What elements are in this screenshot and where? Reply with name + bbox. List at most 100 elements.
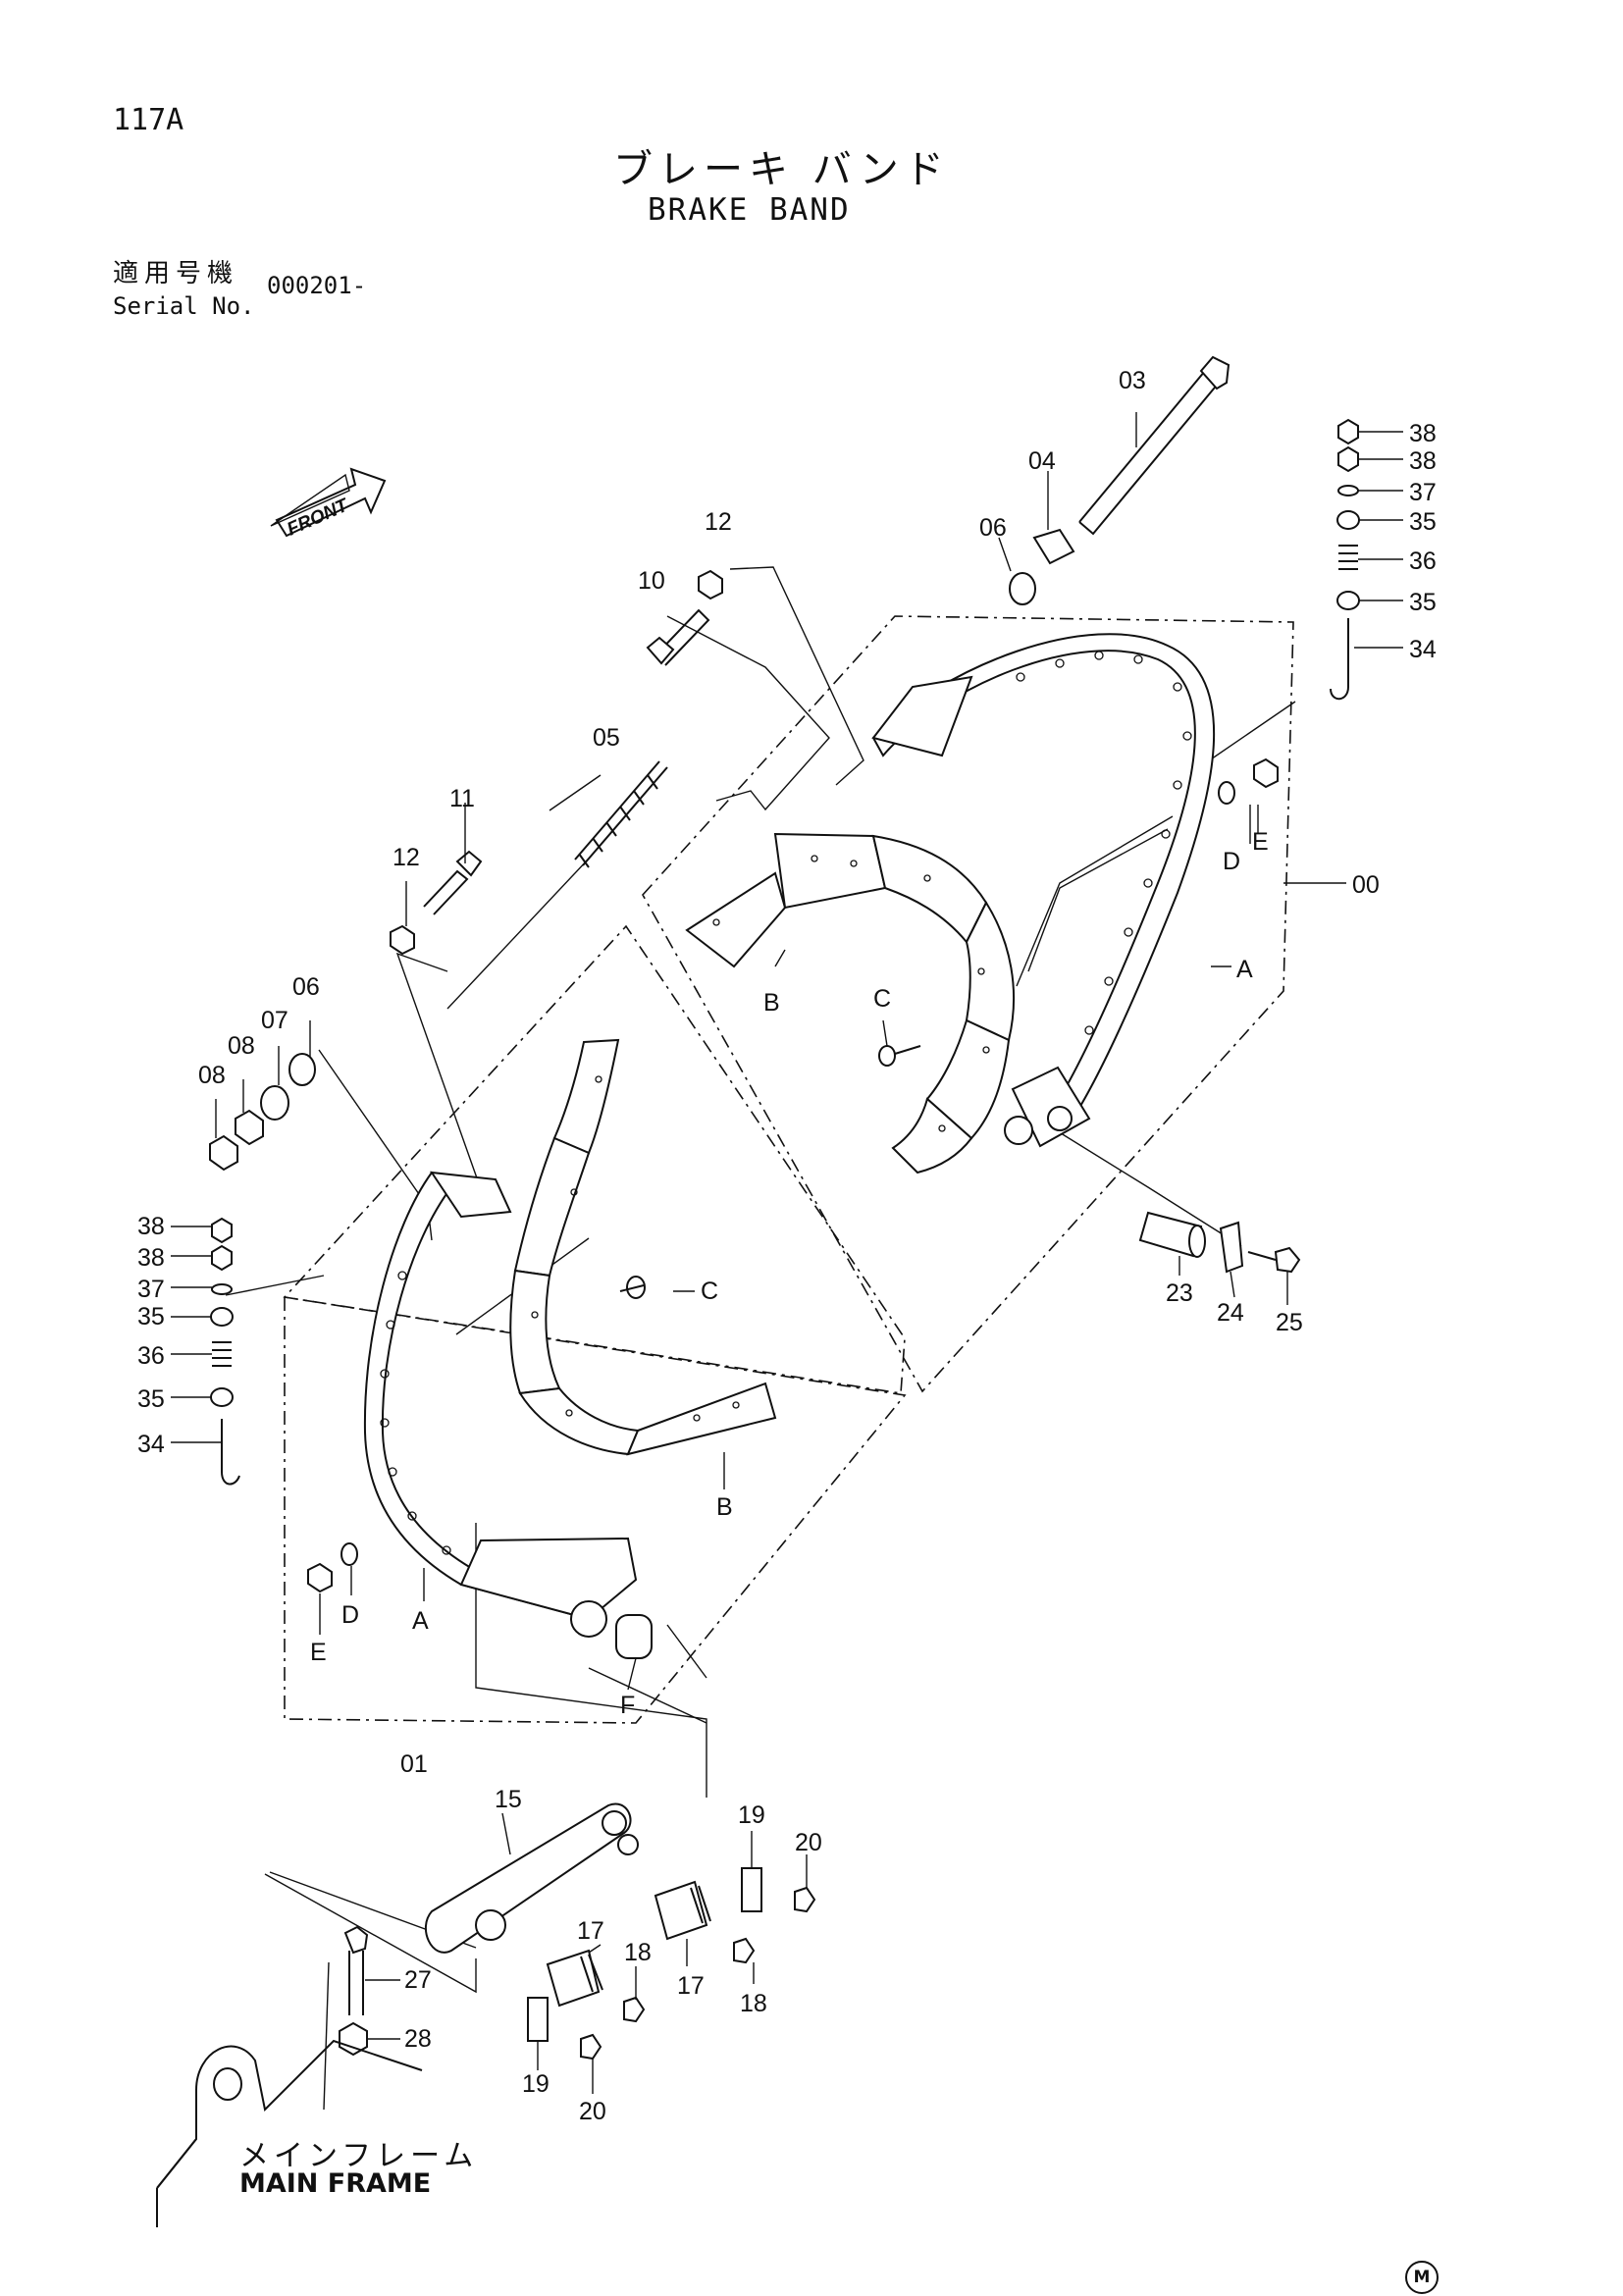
bolt-11	[423, 850, 483, 915]
grease-fitting-18-lower	[623, 1996, 646, 2023]
serial-label-japanese: 適用号機	[113, 259, 239, 288]
callout-08-a: 08	[228, 1032, 255, 1060]
brake-band-upper	[871, 633, 1215, 1148]
callout-12-upper: 12	[705, 508, 732, 536]
washer-04	[1032, 528, 1075, 565]
callout-05: 05	[593, 724, 620, 752]
main-frame-bracket	[156, 2039, 423, 2227]
callout-10: 10	[638, 567, 665, 595]
callout-15: 15	[495, 1786, 522, 1813]
callout-20-lower: 20	[579, 2098, 606, 2125]
callout-D-upper: D	[1223, 848, 1240, 875]
bolt-20-lower	[580, 2033, 602, 2061]
callout-07: 07	[261, 1007, 288, 1034]
callout-18-b: 18	[740, 1990, 767, 2017]
callout-17-a: 17	[577, 1917, 604, 1945]
serial-label: Serial No.	[113, 292, 255, 320]
callout-36-a: 36	[1409, 548, 1437, 575]
spring-05	[574, 760, 668, 868]
callout-11: 11	[449, 785, 475, 812]
callout-24: 24	[1217, 1299, 1244, 1327]
callout-06-upper: 06	[979, 514, 1007, 542]
page-id: 117A	[113, 103, 184, 137]
nut-12-upper	[698, 569, 723, 600]
callout-38-b: 38	[1409, 447, 1437, 475]
callout-12-lower: 12	[393, 844, 420, 871]
screw-C-upper	[878, 1045, 921, 1067]
assembly-00-boundary	[642, 615, 1294, 1393]
pin-23	[1138, 1211, 1206, 1258]
plate-19-lower	[527, 1997, 549, 2042]
nut-08-b	[209, 1134, 238, 1172]
callout-25: 25	[1276, 1309, 1303, 1336]
main-frame-label: MAIN FRAME	[239, 2168, 432, 2199]
brake-lining-lower	[509, 1038, 777, 1456]
callout-D-lower: D	[341, 1601, 359, 1629]
callout-C-upper: C	[873, 985, 891, 1013]
spring-stack-lower	[210, 1217, 240, 1486]
callout-34-a: 34	[1409, 636, 1437, 663]
bushing-06-lower	[288, 1053, 316, 1086]
bolt-27	[343, 1925, 369, 2015]
bolt-25	[1247, 1246, 1301, 1274]
callout-01: 01	[400, 1750, 428, 1778]
page-title: BRAKE BAND	[648, 192, 851, 228]
callout-38-c: 38	[137, 1213, 165, 1240]
callout-36-b: 36	[137, 1342, 165, 1370]
assembly-01-boundary-lower	[284, 1296, 907, 1724]
nut-08-a	[235, 1109, 264, 1146]
pin-17-a	[546, 1949, 603, 2008]
callout-03: 03	[1119, 367, 1146, 394]
callout-37-b: 37	[137, 1276, 165, 1303]
callout-08-b: 08	[198, 1062, 226, 1089]
callout-35-c: 35	[137, 1303, 165, 1331]
callout-04: 04	[1028, 447, 1056, 475]
page-title-japanese: ブレーキ バンド	[613, 147, 950, 192]
leader-lines	[225, 566, 1346, 2111]
callout-38-a: 38	[1409, 420, 1437, 447]
callout-C-lower: C	[701, 1278, 718, 1305]
front-arrow-icon: FRONT	[270, 467, 387, 541]
callout-38-d: 38	[137, 1244, 165, 1272]
callout-ticks	[171, 412, 1403, 2094]
washer-28	[339, 2021, 368, 2057]
callout-E-lower: E	[310, 1639, 327, 1666]
callout-17-b: 17	[677, 1972, 705, 2000]
bolt-20-upper	[794, 1886, 816, 1913]
callout-28: 28	[404, 2025, 432, 2053]
callout-35-a: 35	[1409, 508, 1437, 536]
main-frame-label-japanese: メインフレーム	[239, 2139, 479, 2173]
callout-34-b: 34	[137, 1431, 165, 1458]
callout-06-lower: 06	[292, 973, 320, 1001]
callout-27: 27	[404, 1966, 432, 1994]
callout-35-b: 35	[1409, 589, 1437, 616]
bolt-03	[1078, 355, 1230, 536]
callout-23: 23	[1166, 1279, 1193, 1307]
brake-band-lower	[363, 1171, 638, 1638]
callout-35-d: 35	[137, 1385, 165, 1413]
bushing-06-upper	[1009, 572, 1036, 605]
callout-B-upper: B	[763, 989, 780, 1017]
washer-D-lower	[340, 1542, 358, 1566]
brake-lining-upper	[685, 832, 1016, 1174]
callout-20-upper: 20	[795, 1829, 822, 1856]
callout-18-a: 18	[624, 1939, 652, 1966]
lever-15	[424, 1802, 639, 1954]
plate-24	[1219, 1221, 1244, 1274]
corner-mark-badge: M	[1405, 2261, 1439, 2294]
spring-stack-upper	[1330, 418, 1360, 701]
bolt-10	[646, 608, 710, 666]
collar-07	[260, 1085, 289, 1121]
callout-19-lower: 19	[522, 2070, 550, 2098]
callout-00: 00	[1352, 871, 1380, 899]
callout-A-upper: A	[1236, 956, 1253, 983]
bushing-F	[615, 1614, 653, 1659]
screw-C-lower	[619, 1276, 646, 1299]
callout-37-a: 37	[1409, 479, 1437, 506]
washer-D-upper	[1218, 781, 1235, 805]
pin-17-b	[654, 1880, 711, 1941]
nut-E-lower	[307, 1562, 333, 1593]
assembly-01-boundary	[283, 924, 906, 1394]
